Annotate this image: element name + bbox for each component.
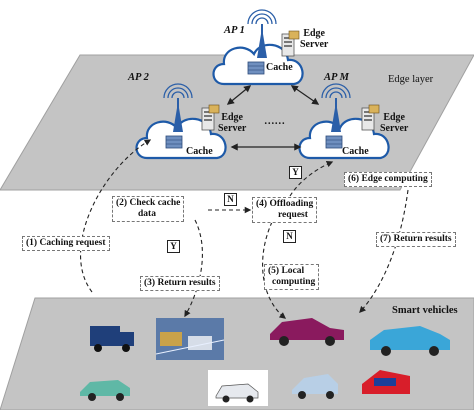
step-6-text: Edge computing <box>361 174 428 184</box>
step-6-edge-computing: (6) Edge computing <box>344 172 432 187</box>
arrow-offload-to-local <box>262 221 287 319</box>
ap2-name: AP 2 <box>128 72 149 83</box>
step-1-num: 1 <box>29 238 34 248</box>
green-car-image <box>80 380 130 401</box>
ap1-server-line2: Server <box>300 39 329 50</box>
step-2-check-cache: (2) Check cache data <box>112 196 185 222</box>
step-2-text2: data <box>138 209 156 219</box>
ap1-server-line1: Edge <box>303 28 325 39</box>
step-5-text: Local <box>281 266 305 276</box>
apm-cache-label: Cache <box>342 146 369 157</box>
step-1-caching-request: (1) Caching request <box>22 236 110 251</box>
step-3-text: Return results <box>157 278 216 288</box>
step-4-offloading-request: (4) Offloading request <box>252 197 318 223</box>
step-5-num: 5 <box>271 266 276 276</box>
apm-server-line1: Edge <box>383 112 405 123</box>
step-2-text: Check cache <box>129 198 181 208</box>
ap2-cache-label: Cache <box>186 146 213 157</box>
city-traffic-image <box>155 318 225 360</box>
smart-vehicles-label: Smart vehicles <box>392 305 458 316</box>
purple-car-image <box>270 318 344 346</box>
decision-y-left: Y <box>167 240 180 253</box>
link-ap2-ap1 <box>226 85 252 105</box>
step-4-num: 4 <box>259 199 264 209</box>
ap1-name: AP 1 <box>224 25 245 36</box>
ap2-server-line1: Edge <box>221 112 243 123</box>
step-7-text: Return results <box>393 234 452 244</box>
step-3-num: 3 <box>147 278 152 288</box>
step-5-local-computing: (5) Local computing <box>264 264 320 290</box>
step-1-number: (1) <box>26 238 38 248</box>
step-4-text2: request <box>278 210 308 220</box>
truck-image <box>90 326 134 352</box>
step-1-text: Caching request <box>39 238 106 248</box>
link-ap1-apm <box>290 85 320 105</box>
ap1-server-label: Edge Server <box>300 28 328 50</box>
step-5-text2: computing <box>272 277 316 287</box>
white-car-image <box>208 370 268 406</box>
ap2-server-line2: Server <box>218 123 247 134</box>
arrow-check-to-return <box>184 219 203 318</box>
apm-server-line2: Server <box>380 123 409 134</box>
decision-n-mid: N <box>283 230 296 243</box>
arrow-caching-request <box>80 139 152 293</box>
step-4-text: Offloading <box>269 199 314 209</box>
arrow-edge-return <box>359 189 409 313</box>
silver-car-image <box>292 374 338 399</box>
edge-layer-label: Edge layer <box>388 74 434 85</box>
blue-car-image <box>370 326 450 356</box>
ap2-server-label: Edge Server <box>218 112 246 134</box>
step-3-return-results: (3) Return results <box>140 276 220 291</box>
red-car-image <box>362 370 410 394</box>
apm-name: AP M <box>324 72 349 83</box>
decision-y-top: Y <box>289 166 302 179</box>
apm-server-label: Edge Server <box>380 112 408 134</box>
ap1-cache-label: Cache <box>266 62 293 73</box>
step-2-num: 2 <box>119 198 124 208</box>
ap-ellipsis: …… <box>264 116 285 127</box>
step-6-num: 6 <box>351 174 356 184</box>
decision-n-top: N <box>224 193 237 206</box>
arrow-offload-to-edge <box>289 161 334 197</box>
step-7-return-results: (7) Return results <box>376 232 456 247</box>
step-7-num: 7 <box>383 234 388 244</box>
